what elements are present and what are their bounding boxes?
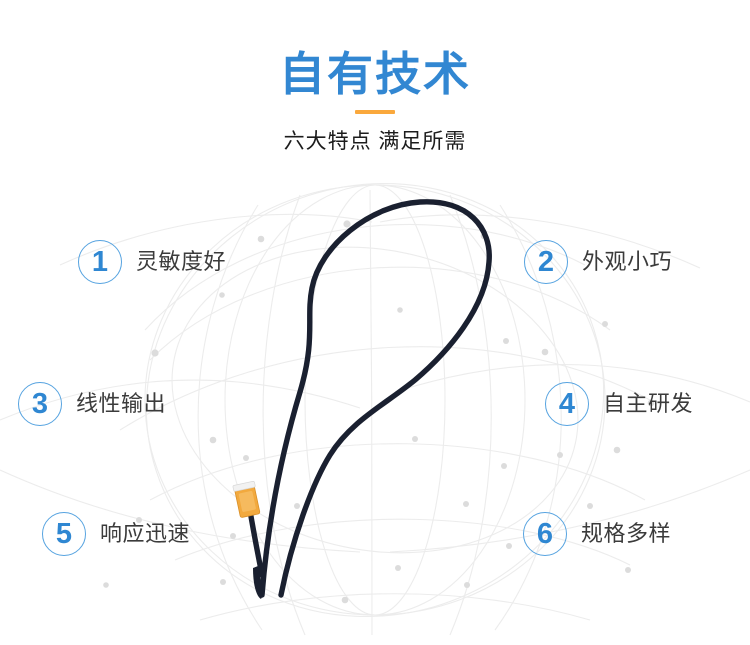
header: 自有技术 六大特点 满足所需 [0, 0, 750, 156]
feature-item-5: 5 响应迅速 [42, 512, 190, 556]
title-underline-rule [355, 110, 395, 114]
feature-item-4: 4 自主研发 [545, 382, 693, 426]
feature-label-1: 灵敏度好 [136, 249, 227, 274]
feature-item-2: 2 外观小巧 [524, 240, 672, 284]
sensor-bead [232, 481, 261, 518]
page-subtitle: 六大特点 满足所需 [283, 130, 467, 153]
feature-label-5: 响应迅速 [100, 521, 191, 546]
feature-number-badge-5: 5 [42, 512, 86, 556]
feature-number-badge-4: 4 [545, 382, 589, 426]
feature-number-badge-6: 6 [523, 512, 567, 556]
feature-item-1: 1 灵敏度好 [78, 240, 226, 284]
feature-item-6: 6 规格多样 [523, 512, 671, 556]
feature-number-badge-2: 2 [524, 240, 568, 284]
feature-label-2: 外观小巧 [582, 249, 673, 274]
feature-label-6: 规格多样 [581, 521, 672, 546]
feature-number-badge-1: 1 [78, 240, 122, 284]
page-title: 自有技术 [279, 48, 471, 100]
feature-label-3: 线性输出 [76, 391, 167, 416]
feature-label-4: 自主研发 [603, 391, 694, 416]
feature-item-3: 3 线性输出 [18, 382, 166, 426]
feature-number-badge-3: 3 [18, 382, 62, 426]
